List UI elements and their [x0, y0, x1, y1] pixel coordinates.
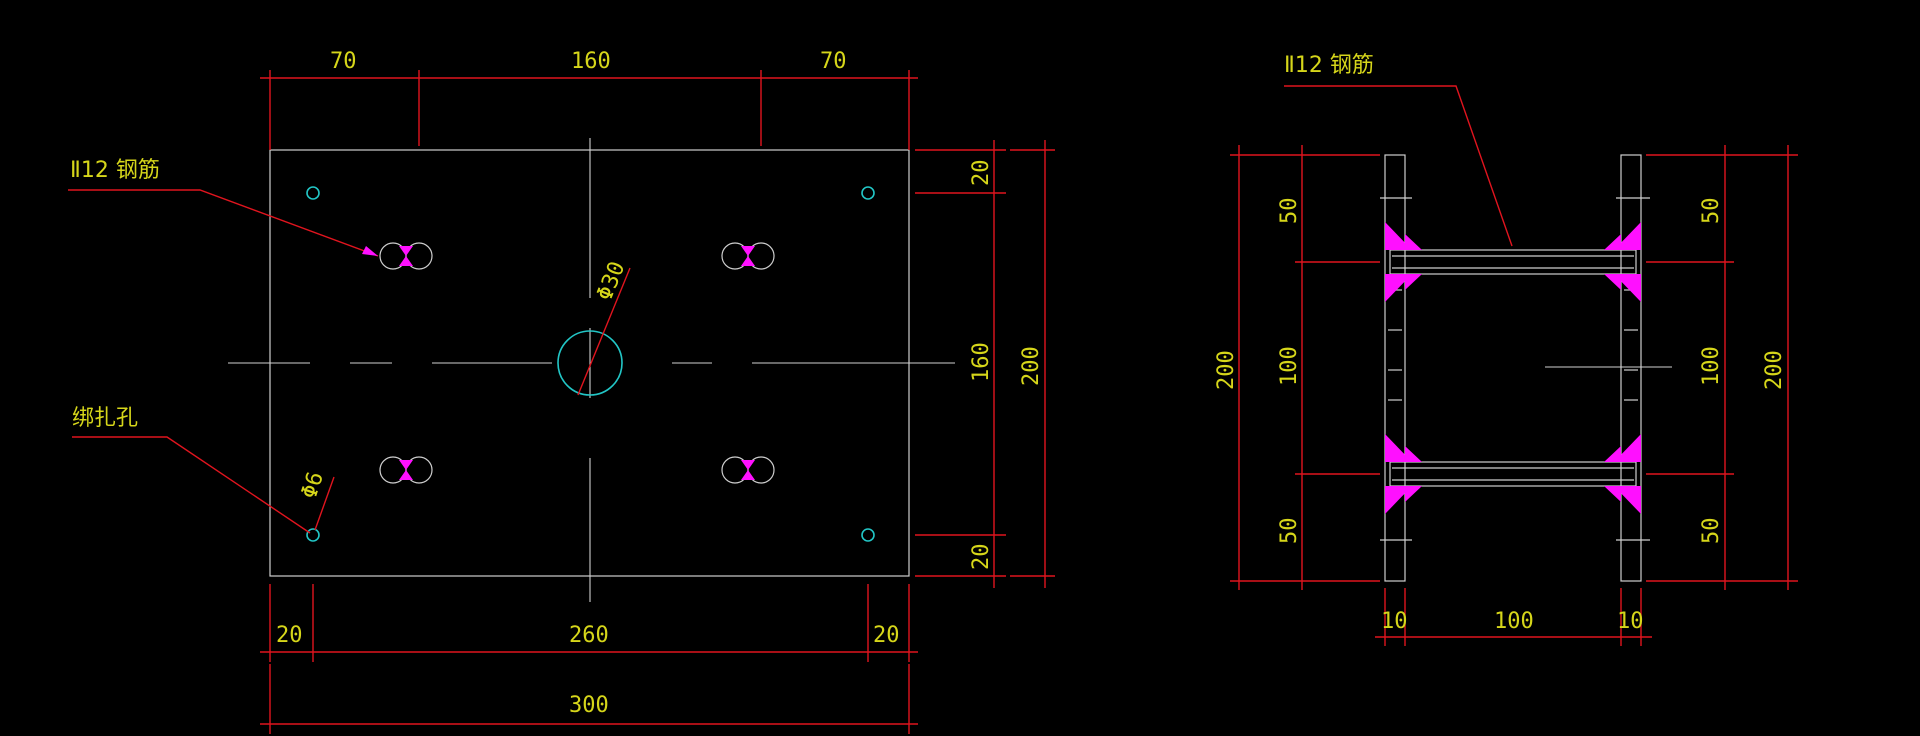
plan-top-dim-2: 160	[571, 49, 611, 74]
upper-rebar	[1389, 249, 1637, 275]
center-hole-dim: Φ30	[592, 258, 630, 304]
section-view: Ⅱ12 钢筋 200 50 100 50 50 100 50 200	[1214, 53, 1798, 646]
plan-right-dimension	[915, 140, 1055, 588]
rebar-slot-bottom-left	[379, 456, 433, 484]
plan-bottom-dim-3: 20	[873, 623, 900, 648]
right-plate	[1620, 154, 1642, 582]
tie-hole-label: 绑扎孔	[72, 406, 138, 431]
tie-hole-bottom-right	[861, 528, 875, 542]
weld-symbols	[1385, 222, 1641, 514]
plan-rebar-leader	[68, 189, 379, 257]
section-left-dim-1: 50	[1277, 198, 1302, 225]
tie-hole-top-right	[861, 186, 875, 200]
rebar-slot-bottom-right	[721, 456, 775, 484]
plan-bottom-dim-2: 260	[569, 623, 609, 648]
plan-view: Φ30 Ⅱ12 钢筋 绑扎孔	[68, 49, 1055, 734]
center-hole-leader	[577, 267, 631, 396]
section-left-outer-dim: 200	[1214, 350, 1239, 390]
plan-overall-height: 200	[1019, 346, 1044, 386]
tie-hole-dim-leader	[314, 476, 335, 531]
plan-right-dim-2: 160	[969, 342, 994, 382]
section-right-dim-2: 100	[1699, 346, 1724, 386]
center-hole	[557, 330, 623, 396]
section-bottom-dimension	[1375, 588, 1652, 646]
section-bottom-dim-1: 10	[1381, 609, 1408, 634]
plan-rebar-label: Ⅱ12 钢筋	[70, 158, 160, 183]
plan-top-dim-1: 70	[330, 49, 357, 74]
section-rebar-leader	[1284, 85, 1513, 247]
section-rebar-label: Ⅱ12 钢筋	[1284, 53, 1374, 78]
section-right-dim-3: 50	[1699, 518, 1724, 545]
plan-top-dim-3: 70	[820, 49, 847, 74]
section-left-dimension	[1230, 145, 1380, 590]
section-bottom-dim-3: 10	[1617, 609, 1644, 634]
plan-bottom-dim-1: 20	[276, 623, 303, 648]
plan-rebar-arrow	[362, 246, 378, 256]
tie-hole-top-left	[306, 186, 320, 200]
section-right-dimension	[1646, 145, 1798, 590]
center-lines	[228, 138, 955, 602]
rebar-slot-top-right	[721, 242, 775, 270]
tie-hole-bottom-left	[306, 528, 320, 542]
section-left-dim-3: 50	[1277, 518, 1302, 545]
plan-right-dim-3: 20	[969, 544, 994, 571]
tie-hole-leader	[72, 436, 311, 534]
plate-hidden-lines	[1380, 197, 1650, 541]
tie-hole-dim: Φ6	[297, 469, 329, 502]
section-right-dim-1: 50	[1699, 198, 1724, 225]
plan-right-dim-1: 20	[969, 160, 994, 187]
section-right-outer-dim: 200	[1762, 350, 1787, 390]
plan-bottom-dimension	[260, 584, 918, 734]
section-bottom-dim-2: 100	[1494, 609, 1534, 634]
plan-top-dimension	[260, 70, 918, 150]
rebar-slot-top-left	[379, 242, 433, 270]
lower-rebar	[1389, 461, 1637, 487]
section-left-dim-2: 100	[1277, 346, 1302, 386]
left-plate	[1384, 154, 1406, 582]
plan-overall-width: 300	[569, 693, 609, 718]
